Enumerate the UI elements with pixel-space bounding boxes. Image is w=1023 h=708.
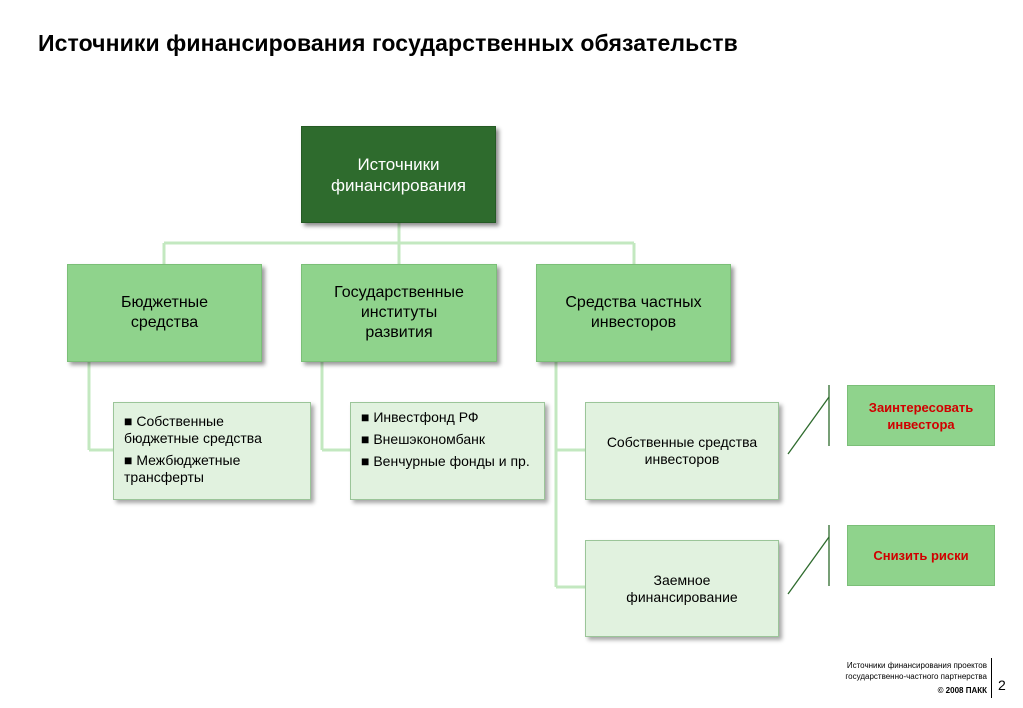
root-label-line2: финансирования xyxy=(330,175,466,195)
branch-budget-line2: средства xyxy=(130,314,199,331)
footer-line1: Источники финансирования проектов xyxy=(846,661,987,670)
branch-institutes-line2: институты xyxy=(360,304,438,321)
action-interest-line1: Заинтересовать xyxy=(868,399,974,415)
action-interest-investor: Заинтересовать инвестора xyxy=(847,385,995,446)
footer: Источники финансирования проектов госуда… xyxy=(845,660,987,696)
branch-institutes-line3: развития xyxy=(365,324,433,341)
branch-budget-line1: Бюджетные xyxy=(120,294,209,311)
action-reduce-risk-label: Снизить риски xyxy=(873,548,969,563)
detail-budget-item-2: ■ Межбюджетные трансферты xyxy=(124,452,241,485)
branch-budget: Бюджетные средства xyxy=(67,264,262,362)
detail-institutes-item-1: ■ Инвестфонд РФ xyxy=(361,409,479,425)
detail-budget-item-1: ■ Собственные бюджетные средства xyxy=(124,413,262,446)
detail-own-funds-label: Собственные средства инвесторов xyxy=(606,434,758,467)
footer-divider xyxy=(991,658,992,698)
detail-budget: ■ Собственные бюджетные средства ■ Межбю… xyxy=(113,402,311,500)
detail-borrowed-label: Заемное финансирование xyxy=(626,571,738,605)
footer-line2: государственно-частного партнерства xyxy=(845,672,987,681)
branch-private-investors: Средства частных инвесторов xyxy=(536,264,731,362)
action-interest-line2: инвестора xyxy=(887,416,955,432)
action-reduce-risk: Снизить риски xyxy=(847,525,995,586)
branch-institutes: Государственные институты развития xyxy=(301,264,497,362)
detail-institutes-item-2: ■ Внешэкономбанк xyxy=(361,431,485,447)
branch-private-line2: инвесторов xyxy=(590,314,677,331)
root-node: Источники финансирования xyxy=(301,126,496,223)
root-label-line1: Источники xyxy=(357,154,440,174)
detail-borrowed: Заемное финансирование xyxy=(585,540,779,637)
branch-private-line1: Средства частных xyxy=(565,294,702,311)
footer-copyright: © 2008 ПАКК xyxy=(937,686,987,695)
detail-institutes-item-3: ■ Венчурные фонды и пр. xyxy=(361,453,530,469)
page-number: 2 xyxy=(998,677,1006,693)
detail-institutes: ■ Инвестфонд РФ ■ Внешэкономбанк ■ Венчу… xyxy=(350,402,545,500)
detail-own-funds: Собственные средства инвесторов xyxy=(585,402,779,500)
page-title: Источники финансирования государственных… xyxy=(38,30,738,56)
branch-institutes-line1: Государственные xyxy=(334,284,464,301)
